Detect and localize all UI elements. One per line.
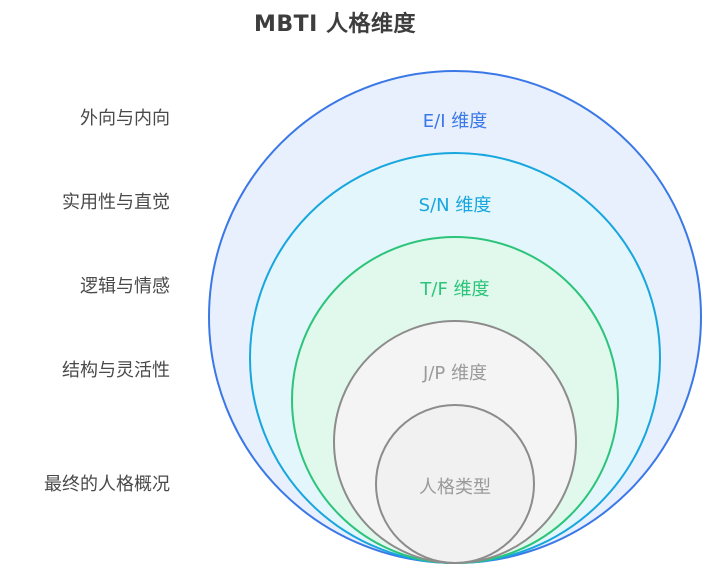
- ring-sn-label: S/N 维度: [419, 195, 492, 216]
- ring-ei-label: E/I 维度: [423, 111, 487, 132]
- ring-type: 人格类型: [375, 404, 535, 564]
- ring-tf-label: T/F 维度: [419, 279, 489, 300]
- side-label-thinking-feeling: 逻辑与情感: [80, 276, 170, 297]
- ring-type-circle: [375, 404, 535, 564]
- diagram-title: MBTI 人格维度: [253, 12, 416, 37]
- ring-type-label: 人格类型: [419, 477, 491, 498]
- side-label-final-profile: 最终的人格概况: [44, 474, 170, 495]
- side-label-extraversion-introversion: 外向与内向: [80, 108, 170, 129]
- side-label-sensing-intuition: 实用性与直觉: [62, 192, 170, 213]
- side-label-judging-perceiving: 结构与灵活性: [62, 360, 170, 381]
- ring-jp-label: J/P 维度: [422, 363, 487, 384]
